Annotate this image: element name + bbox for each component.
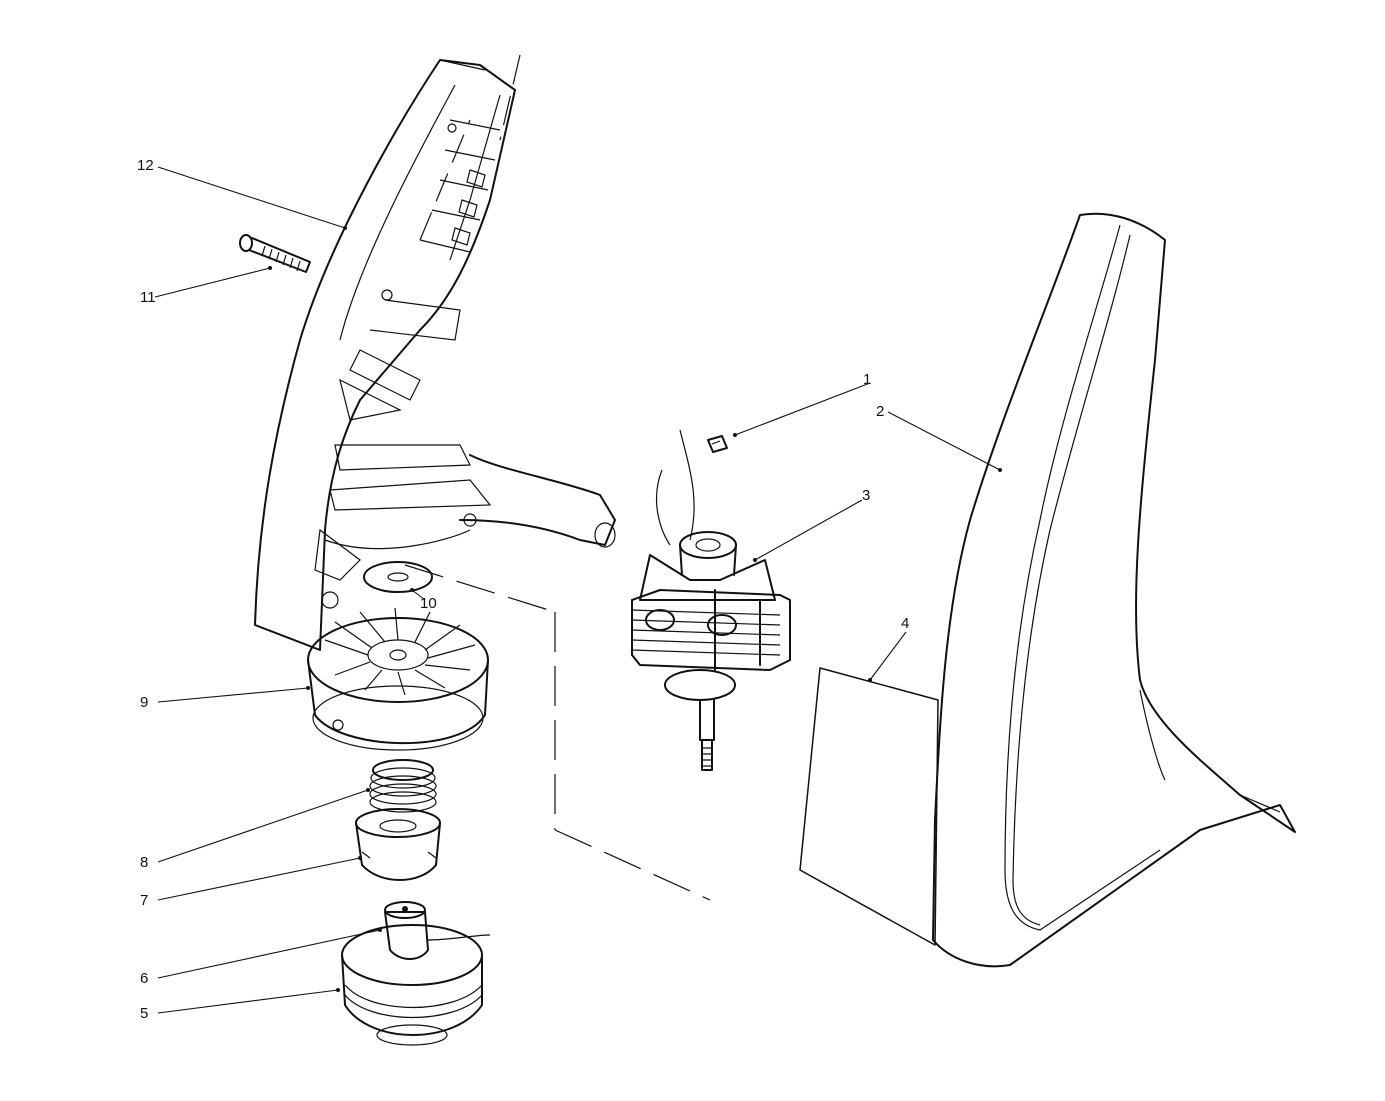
part-3-motor [631, 429, 791, 771]
callout-labels: 12 11 1 2 3 4 10 9 8 7 6 5 [137, 157, 909, 1022]
part-4-decal [799, 667, 939, 946]
callout-3: 3 [862, 487, 870, 504]
part-12-housing-half [254, 59, 616, 651]
leader-lines [154, 166, 1002, 1014]
assembly-centerlines [404, 54, 711, 901]
part-9-fan [307, 607, 489, 751]
callout-5: 5 [140, 1005, 148, 1022]
callout-9: 9 [140, 694, 148, 711]
part-2-housing-half [932, 212, 1296, 968]
callout-10: 10 [420, 595, 437, 612]
part-5-spool [341, 924, 483, 1046]
part-7-cup [355, 808, 441, 881]
callout-2: 2 [876, 403, 884, 420]
callout-8: 8 [140, 854, 148, 871]
callout-12: 12 [137, 157, 154, 174]
part-1-screw [707, 435, 728, 453]
part-10-washer [363, 561, 433, 593]
callout-6: 6 [140, 970, 148, 987]
callout-7: 7 [140, 892, 148, 909]
callout-1: 1 [863, 371, 871, 388]
callout-11: 11 [140, 289, 156, 306]
callout-4: 4 [901, 615, 909, 632]
part-6-hub [384, 901, 491, 960]
part-8-spring [369, 759, 437, 813]
part-11-bolt [239, 234, 311, 273]
